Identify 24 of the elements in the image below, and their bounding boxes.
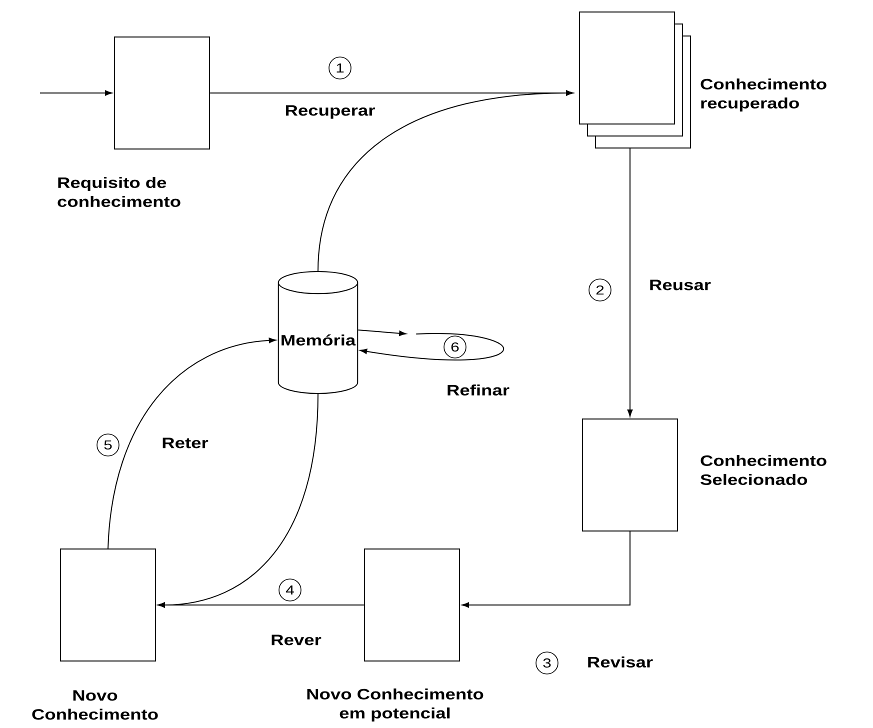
node-label: Conhecimento recuperado: [700, 78, 826, 112]
node-label: Requisito de conhecimento: [58, 177, 180, 207]
callout-number: 6: [444, 336, 466, 358]
callout-number: 5: [96, 434, 120, 456]
arrow: [108, 338, 276, 549]
callout-number: 1: [328, 56, 352, 80]
arrow: [318, 90, 574, 272]
callout-number: 2: [588, 278, 612, 302]
arrow: [40, 90, 112, 96]
cylinder: Memória: [278, 270, 358, 394]
arrow: [462, 531, 630, 608]
arrow: [627, 148, 633, 417]
edge-label: Rever: [270, 634, 322, 646]
edge-label: Revisar: [586, 655, 654, 668]
node-label: Conhecimento Selecionado: [700, 455, 826, 485]
edge-label: Reusar: [648, 278, 712, 292]
edge-label: Recuperar: [284, 104, 376, 120]
arrow: [158, 393, 318, 608]
edge-label: Reter: [160, 436, 210, 450]
callout-number: 3: [536, 652, 558, 674]
callout-number: 4: [278, 578, 302, 602]
edge-label: Refinar: [445, 383, 511, 396]
node-label: Novo Conhecimento: [32, 690, 158, 720]
node-label: Novo Conhecimento em potencial: [307, 688, 484, 722]
